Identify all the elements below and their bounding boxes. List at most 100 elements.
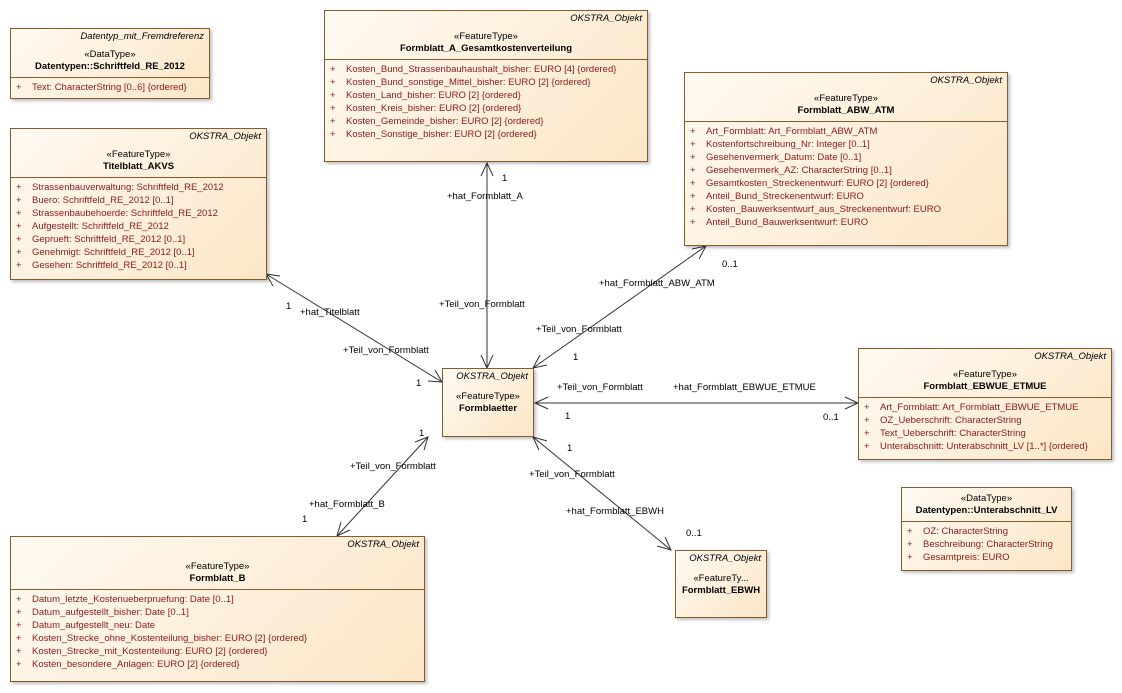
class-unterabschnitt-lv[interactable]: «DataType» Datentypen::Unterabschnitt_LV…: [901, 487, 1072, 571]
arrow-abw-atm: [691, 245, 707, 260]
attribute-row: +Kosten_besondere_Anlagen: EURO [2] {ord…: [16, 659, 240, 670]
multiplicity-label: 1: [302, 514, 308, 525]
attribute-row: +Art_Formblatt: Art_Formblatt_EBWUE_ETMU…: [864, 402, 1079, 413]
class-name: Titelblatt_AKVS: [102, 161, 175, 172]
link-ebwh: [532, 436, 672, 551]
role-label: +hat_Formblatt_ABW_ATM: [599, 278, 715, 289]
class-tag: OKSTRA_Objekt: [570, 13, 642, 24]
attribute-list: +Text: CharacterString [0..6] {ordered}: [11, 77, 209, 96]
attribute-list: +Strassenbauverwaltung: Schriftfeld_RE_2…: [11, 177, 266, 274]
class-stereotype: «DataType»: [84, 49, 136, 60]
role-label: +Teil_von_Formblatt: [350, 461, 436, 472]
role-label: +hat_Formblatt_A: [447, 191, 523, 202]
attribute-row: +Strassenbaubehoerde: Schriftfeld_RE_201…: [16, 208, 218, 219]
class-stereotype: «FeatureType»: [185, 561, 250, 572]
attribute-row: +Art_Formblatt: Art_Formblatt_ABW_ATM: [690, 126, 878, 137]
multiplicity-label: 1: [567, 443, 573, 454]
class-name: Formblatt_A_Gesamtkostenverteilung: [399, 43, 573, 54]
multiplicity-label: 1: [565, 411, 571, 422]
role-label: +Teil_von_Formblatt: [557, 382, 643, 393]
role-label: +hat_Formblatt_EBWUE_ETMUE: [673, 382, 816, 393]
attribute-row: +Kostenfortschreibung_Nr: Integer [0..1]: [690, 139, 870, 150]
attribute-row: +Unterabschnitt: Unterabschnitt_LV [1..*…: [864, 441, 1088, 452]
attribute-row: +Aufgestellt: Schriftfeld_RE_2012: [16, 221, 169, 232]
attribute-row: +Gesehenvermerk_Datum: Date [0..1]: [690, 152, 862, 163]
multiplicity-label: 1: [419, 428, 425, 439]
attribute-row: +Datum_aufgestellt_bisher: Date [0..1]: [16, 607, 189, 618]
class-stereotype: «FeatureType»: [456, 391, 520, 402]
class-name: Formblatt_EBWH: [681, 585, 761, 596]
role-label: +hat_Formblatt_B: [309, 499, 385, 510]
attribute-row: +Buero: Schriftfeld_RE_2012 [0..1]: [16, 195, 174, 206]
attribute-row: +Kosten_Bund_sonstige_Mittel_bisher: EUR…: [330, 77, 591, 88]
multiplicity-label: 0..1: [823, 412, 839, 423]
attribute-row: +OZ_Ueberschrift: CharacterString: [864, 415, 1022, 426]
attribute-list: +Kosten_Bund_Strassenbauhaushalt_bisher:…: [325, 59, 647, 143]
class-tag: OKSTRA_Objekt: [930, 75, 1002, 86]
attribute-list: +Art_Formblatt: Art_Formblatt_ABW_ATM +K…: [685, 121, 1007, 231]
class-name: Formblatt_ABW_ATM: [797, 105, 895, 116]
attribute-row: +Strassenbauverwaltung: Schriftfeld_RE_2…: [16, 182, 224, 193]
attribute-row: +Text_Ueberschrift: CharacterString: [864, 428, 1026, 439]
multiplicity-label: 0..1: [722, 259, 738, 270]
attribute-row: +Geprueft: Schriftfeld_RE_2012 [0..1]: [16, 234, 186, 245]
attribute-row: +Kosten_Land_bisher: EURO [2] {ordered}: [330, 90, 521, 101]
multiplicity-label: 1: [286, 301, 292, 312]
multiplicity-label: 0..1: [686, 528, 702, 539]
class-name: Formblatt_EBWUE_ETMUE: [923, 381, 1047, 392]
link-titelblatt: [265, 273, 443, 383]
arrow-formblaetter-from-b: [414, 436, 429, 451]
attribute-row: +Kosten_Strecke_ohne_Kostenteilung_bishe…: [16, 633, 308, 644]
arrow-formblaetter-from-ebwh: [532, 436, 548, 451]
class-formblaetter[interactable]: OKSTRA_Objekt «FeatureType» Formblaetter: [442, 368, 534, 437]
attribute-row: +Anteil_Bund_Bauwerksentwurf: EURO: [690, 217, 869, 228]
role-label: +Teil_von_Formblatt: [439, 299, 525, 310]
link-formblatt-b: [336, 436, 429, 537]
multiplicity-label: 1: [502, 173, 508, 184]
role-label: +Teil_von_Formblatt: [536, 324, 622, 335]
attribute-row: +Datum_letzte_Kostenueberpruefung: Date …: [16, 594, 234, 605]
role-label: +hat_Formblatt_EBWH: [566, 506, 664, 517]
multiplicity-label: 1: [416, 378, 422, 389]
attribute-list: +Art_Formblatt: Art_Formblatt_EBWUE_ETMU…: [859, 397, 1111, 455]
arrow-ebwh: [656, 536, 672, 551]
class-name: Datentypen::Unterabschnitt_LV: [915, 505, 1058, 516]
role-label: +hat_Titelblatt: [300, 307, 360, 318]
class-formblatt-ebwh[interactable]: OKSTRA_Objekt «FeatureTy... Formblatt_EB…: [675, 550, 767, 618]
role-label: +Teil_von_Formblatt: [343, 345, 429, 356]
role-label: +Teil_von_Formblatt: [529, 469, 615, 480]
attribute-row: +Genehmigt: Schriftfeld_RE_2012 [0..1]: [16, 247, 195, 258]
class-tag: Datentyp_mit_Fremdreferenz: [80, 31, 204, 42]
class-tag: OKSTRA_Objekt: [456, 371, 528, 382]
class-stereotype: «FeatureType»: [953, 369, 1017, 380]
attribute-row: +Gesamtpreis: EURO: [907, 552, 1010, 563]
attribute-row: +Gesehen: Schriftfeld_RE_2012 [0..1]: [16, 260, 187, 271]
attribute-row: +Text: CharacterString [0..6] {ordered}: [16, 82, 187, 93]
attribute-row: +OZ: CharacterString: [907, 526, 1008, 537]
class-tag: OKSTRA_Objekt: [689, 553, 761, 564]
multiplicity-label: 1: [573, 352, 579, 363]
attribute-row: +Kosten_Strecke_mit_Kostenteilung: EURO …: [16, 646, 268, 657]
class-tag: OKSTRA_Objekt: [189, 131, 261, 142]
attribute-row: +Kosten_Bund_Strassenbauhaushalt_bisher:…: [330, 64, 617, 75]
class-name: Datentypen::Schriftfeld_RE_2012: [35, 61, 185, 72]
class-stereotype: «FeatureType»: [454, 31, 518, 42]
attribute-row: +Beschreibung: CharacterString: [907, 539, 1053, 550]
class-stereotype: «FeatureType»: [814, 93, 878, 104]
class-formblatt-ebwue-etmue[interactable]: OKSTRA_Objekt «FeatureType» Formblatt_EB…: [858, 348, 1112, 460]
class-schriftfeld-re-2012[interactable]: Datentyp_mit_Fremdreferenz «DataType» Da…: [10, 28, 210, 99]
class-formblatt-b[interactable]: OKSTRA_Objekt «FeatureType» Formblatt_B …: [10, 536, 425, 682]
attribute-row: +Datum_aufgestellt_neu: Date: [16, 620, 156, 631]
attribute-list: +OZ: CharacterString +Beschreibung: Char…: [902, 521, 1071, 566]
attribute-row: +Gesehenvermerk_AZ: CharacterString [0..…: [690, 165, 892, 176]
class-formblatt-abw-atm[interactable]: OKSTRA_Objekt «FeatureType» Formblatt_AB…: [684, 72, 1008, 246]
attribute-row: +Anteil_Bund_Streckenentwurf: EURO: [690, 191, 864, 202]
arrow-formblatt-a: [480, 161, 494, 177]
class-formblatt-a-gesamtkostenverteilung[interactable]: OKSTRA_Objekt «FeatureType» Formblatt_A_…: [324, 10, 648, 162]
class-stereotype: «FeatureTy...: [693, 573, 749, 584]
attribute-row: +Kosten_Sonstige_bisher: EURO [2] {order…: [330, 129, 537, 140]
class-titelblatt-akvs[interactable]: OKSTRA_Objekt «FeatureType» Titelblatt_A…: [10, 128, 267, 280]
class-stereotype: «FeatureType»: [106, 149, 171, 160]
class-name: Formblatt_B: [189, 573, 246, 584]
attribute-row: +Kosten_Gemeinde_bisher: EURO [2] {order…: [330, 116, 544, 127]
